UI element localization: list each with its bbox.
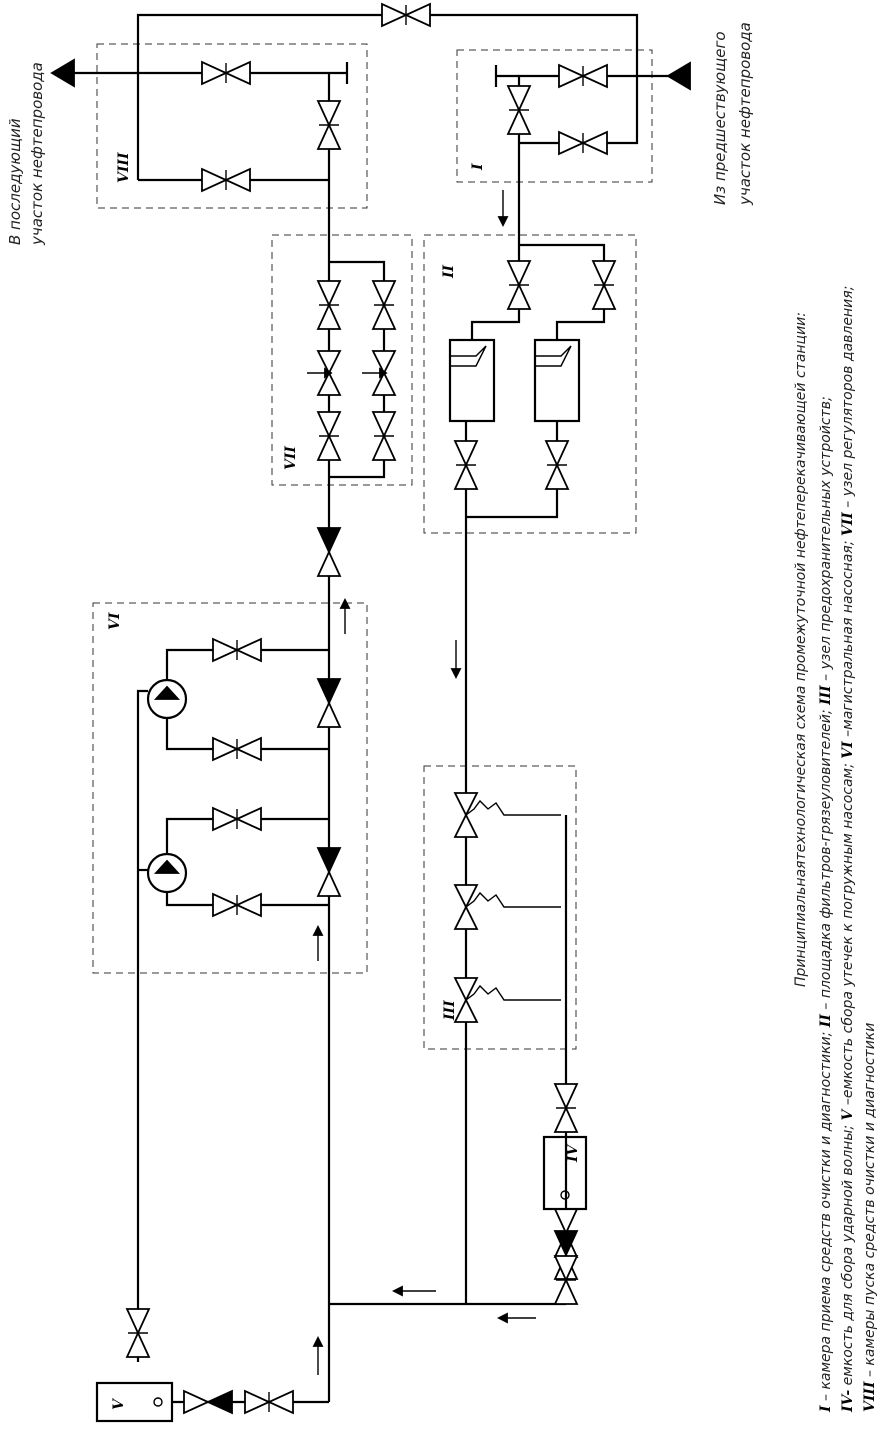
unit-label-vi: VI (107, 612, 123, 630)
caption-line1-a: I (818, 1405, 834, 1413)
inlet-label-line1: Из предшествующего (711, 31, 729, 205)
caption-line2-g: VII (840, 512, 856, 536)
caption-title: Принципиальнаятехнологическая схема пром… (793, 312, 809, 987)
outlet-label-line2: участок нефтепровода (28, 62, 46, 246)
outlet-arrow (50, 58, 75, 88)
caption-line1-d: – площадка фильтров-грязеуловителей; (818, 705, 834, 1014)
outlet-label-line1: В последующий (6, 118, 24, 245)
caption-line2-d: –емкость сбора утечек к погружным насоса… (840, 759, 856, 1110)
caption-line2-c: V (840, 1107, 856, 1120)
caption-line2-a: IV- (840, 1390, 856, 1413)
caption-line1-f: – узел предохранительных устройств; (818, 396, 834, 685)
box-unit-iii (423, 765, 577, 1050)
unit-label-viii: VIII (116, 152, 132, 183)
valves (126, 3, 616, 1414)
unit-label-iv: IV (565, 1142, 581, 1163)
caption-line2-b: емкость для сбора ударной волны; (840, 1120, 856, 1389)
unit-label-vii: VII (283, 446, 299, 470)
pipelines (74, 13, 672, 1404)
box-unit-ii (423, 234, 637, 534)
caption-line1-c: II (818, 1014, 834, 1029)
caption-line3: VIII – камеры пуска средств очистки и ди… (862, 1023, 878, 1412)
box-unit-vi (92, 602, 368, 974)
caption-line3-a: VIII (862, 1381, 878, 1412)
caption-line2-e: VI (840, 741, 856, 759)
caption-line2-f: –магистральная насосная; (840, 536, 856, 741)
box-unit-viii (96, 43, 368, 209)
caption-line2: IV- емкость для сбора ударной волны; V –… (840, 286, 856, 1413)
caption-line1-b: – камера приема средств очистки и диагно… (818, 1027, 834, 1405)
filters (448, 338, 581, 423)
caption-line3-b: – камеры пуска средств очистки и диагнос… (862, 1023, 878, 1382)
unit-label-ii: II (441, 264, 457, 279)
caption-line1-e: III (818, 685, 834, 706)
unit-label-v: V (111, 1397, 127, 1410)
caption-line1: I – камера приема средств очистки и диаг… (818, 396, 834, 1413)
box-unit-vii (271, 234, 413, 486)
caption-line2-h: – узел регуляторов давления; (840, 286, 856, 513)
unit-label-i: I (470, 163, 486, 171)
inlet-arrow (666, 61, 691, 91)
tanks (95, 1135, 588, 1423)
flow-arrows (312, 190, 536, 1375)
box-unit-i (456, 49, 653, 183)
pumps (146, 678, 188, 894)
inlet-label-line2: участок нефтепровода (736, 22, 754, 206)
unit-label-iii: III (442, 1000, 458, 1021)
